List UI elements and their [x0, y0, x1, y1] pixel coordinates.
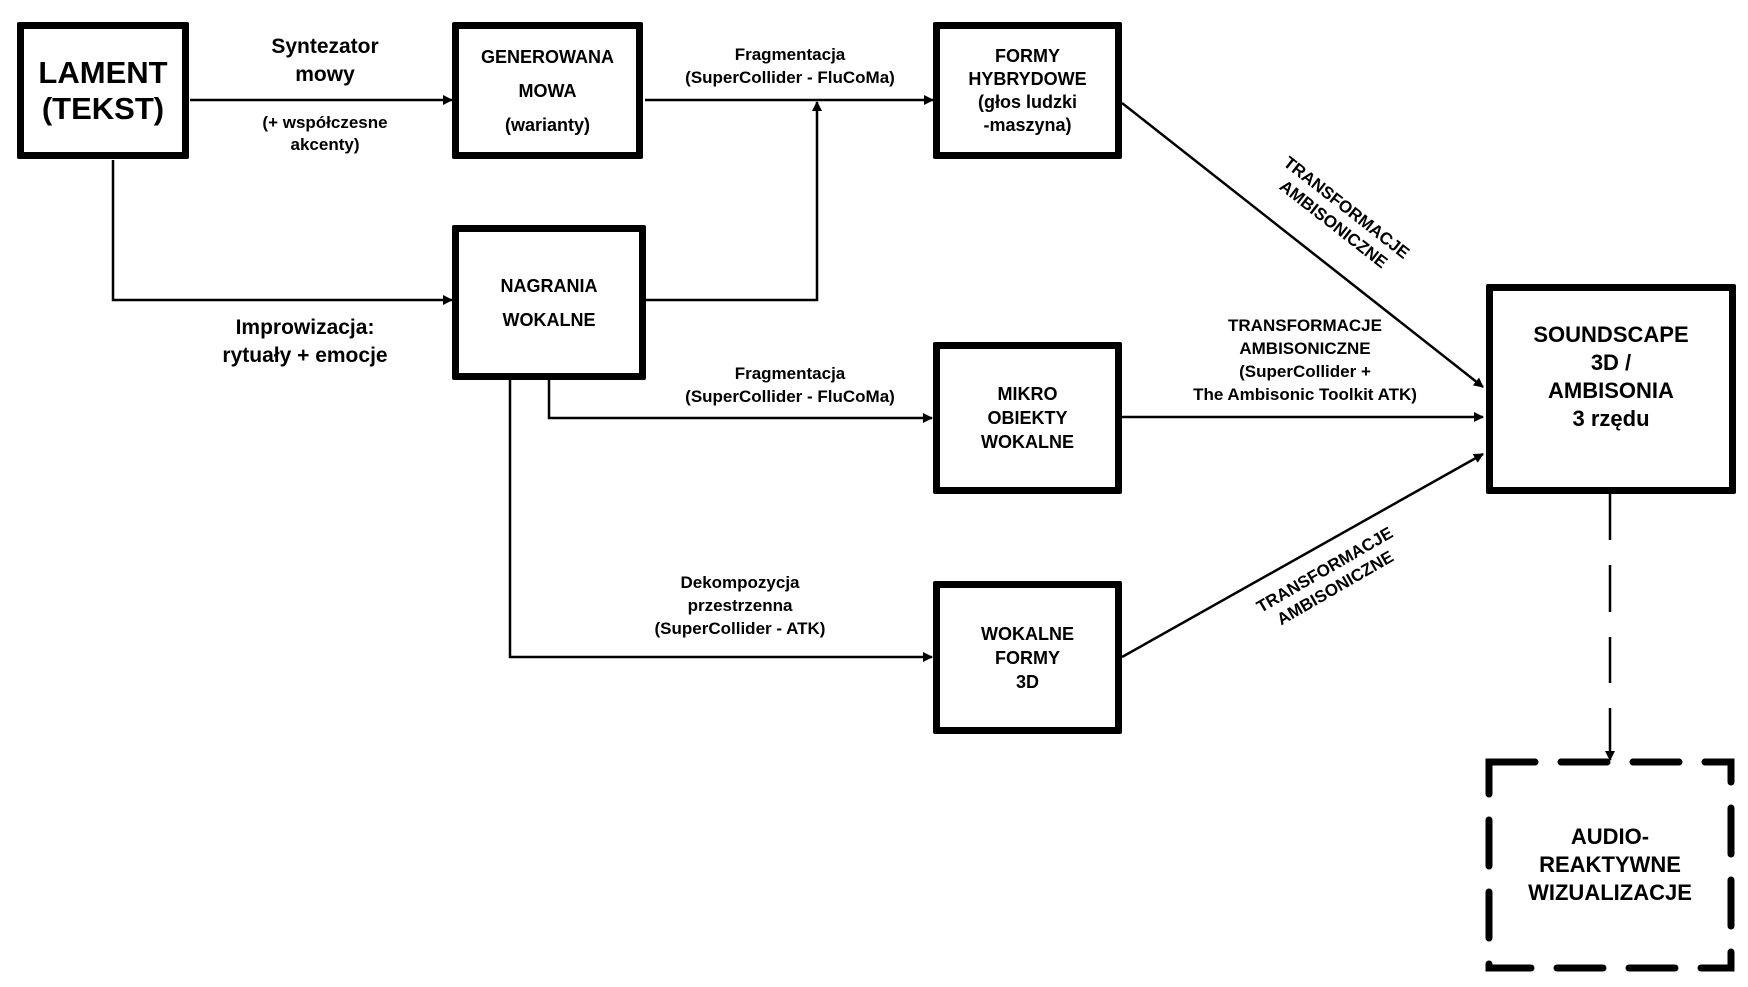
node-generowana-line: GENEROWANA: [480, 46, 614, 67]
edge-lament-to-nagrania: [111, 160, 453, 305]
node-audio-line: WIZUALIZACJE: [1528, 880, 1692, 905]
label-dekompozycja: Dekompozycja przestrzenna (SuperCollider…: [600, 571, 880, 640]
node-mikro-obiekty[interactable]: MIKRO OBIEKTY WOKALNE: [933, 342, 1122, 494]
edge-nagrania-to-formy: [646, 101, 822, 302]
label-line: Fragmentacja: [734, 45, 846, 64]
label-line: Dekompozycja: [680, 573, 800, 592]
edge-nagrania-to-mikro: [547, 380, 933, 423]
label-line: akcenty): [290, 135, 360, 154]
node-audio-line: REAKTYWNE: [1539, 852, 1681, 877]
label-line: Syntezator: [271, 35, 379, 58]
node-soundscape[interactable]: SOUNDSCAPE 3D / AMBISONIA 3 rzędu: [1486, 284, 1736, 494]
label-line: przestrzenna: [687, 596, 793, 615]
node-soundscape-line: 3D /: [1590, 350, 1632, 375]
node-mikro-line: WOKALNE: [981, 432, 1074, 452]
node-nagrania-line: NAGRANIA: [500, 275, 598, 296]
node-soundscape-line: 3 rzędu: [1572, 406, 1650, 431]
node-generowana-line: (warianty): [504, 114, 591, 135]
node-formy-line: FORMY: [995, 45, 1060, 66]
node-formy-line: (głos ludzki: [978, 91, 1077, 112]
label-line: (+ współczesne: [262, 113, 388, 132]
node-formy-line: -maszyna): [983, 114, 1072, 135]
label-line: Fragmentacja: [734, 364, 846, 383]
node-formy-line: HYBRYDOWE: [968, 68, 1087, 89]
node-audio-reaktywne[interactable]: AUDIO- REAKTYWNE WIZUALIZACJE: [1489, 762, 1731, 968]
label-line: The Ambisonic Toolkit ATK): [1193, 385, 1417, 404]
node-mikro-line: OBIEKTY: [987, 408, 1068, 428]
label-fragmentacja-top: Fragmentacja (SuperCollider - FluCoMa): [650, 43, 930, 89]
node-audio-line: AUDIO-: [1570, 824, 1650, 849]
edge-wokalne-3d-to-soundscape: [1121, 452, 1484, 659]
node-soundscape-line: AMBISONIA: [1548, 378, 1674, 403]
label-wspolczesne-akcenty: (+ współczesne akcenty): [235, 112, 415, 156]
label-line: (SuperCollider - ATK): [654, 619, 826, 638]
node-wokalne-3d-line: 3D: [1015, 671, 1039, 692]
node-mikro-line: MIKRO: [997, 384, 1058, 404]
node-soundscape-line: SOUNDSCAPE: [1533, 322, 1689, 347]
node-wokalne-3d-line: FORMY: [995, 647, 1060, 668]
label-fragmentacja-mid: Fragmentacja (SuperCollider - FluCoMa): [650, 362, 930, 408]
label-line: (SuperCollider - FluCoMa): [685, 387, 895, 406]
node-generowana-mowa[interactable]: GENEROWANA MOWA (warianty): [452, 22, 643, 159]
label-line: TRANSFORMACJE: [1228, 316, 1382, 335]
edge-nagrania-to-wokalne-3d: [508, 380, 933, 662]
label-line: mowy: [295, 63, 355, 86]
node-nagrania-line: WOKALNE: [502, 309, 596, 330]
label-improwizacja: Improwizacja: rytuały + emocje: [180, 314, 430, 370]
label-line: rytuały + emocje: [222, 344, 388, 367]
node-wokalne-3d-line: WOKALNE: [981, 623, 1074, 644]
audio-box-dashed-border: [1485, 758, 1735, 972]
edge-formy-to-soundscape: [1121, 102, 1484, 388]
node-lament-line: (TEKST): [41, 90, 165, 126]
node-lament-line: LAMENT: [38, 54, 168, 90]
label-transformacje-mid: TRANSFORMACJE AMBISONICZNE (SuperCollide…: [1140, 314, 1470, 406]
node-generowana-line: MOWA: [518, 80, 577, 101]
node-formy-hybrydowe[interactable]: FORMY HYBRYDOWE (głos ludzki -maszyna): [933, 22, 1122, 159]
label-line: AMBISONICZNE: [1239, 339, 1371, 358]
label-syntezator-mowy: Syntezator mowy: [235, 33, 415, 89]
node-nagrania-wokalne[interactable]: NAGRANIA WOKALNE: [452, 225, 646, 380]
label-line: Improwizacja:: [235, 316, 375, 339]
node-wokalne-formy-3d[interactable]: WOKALNE FORMY 3D: [933, 581, 1122, 734]
node-lament[interactable]: LAMENT (TEKST): [17, 22, 189, 159]
label-line: (SuperCollider +: [1239, 362, 1371, 381]
label-line: (SuperCollider - FluCoMa): [685, 68, 895, 87]
